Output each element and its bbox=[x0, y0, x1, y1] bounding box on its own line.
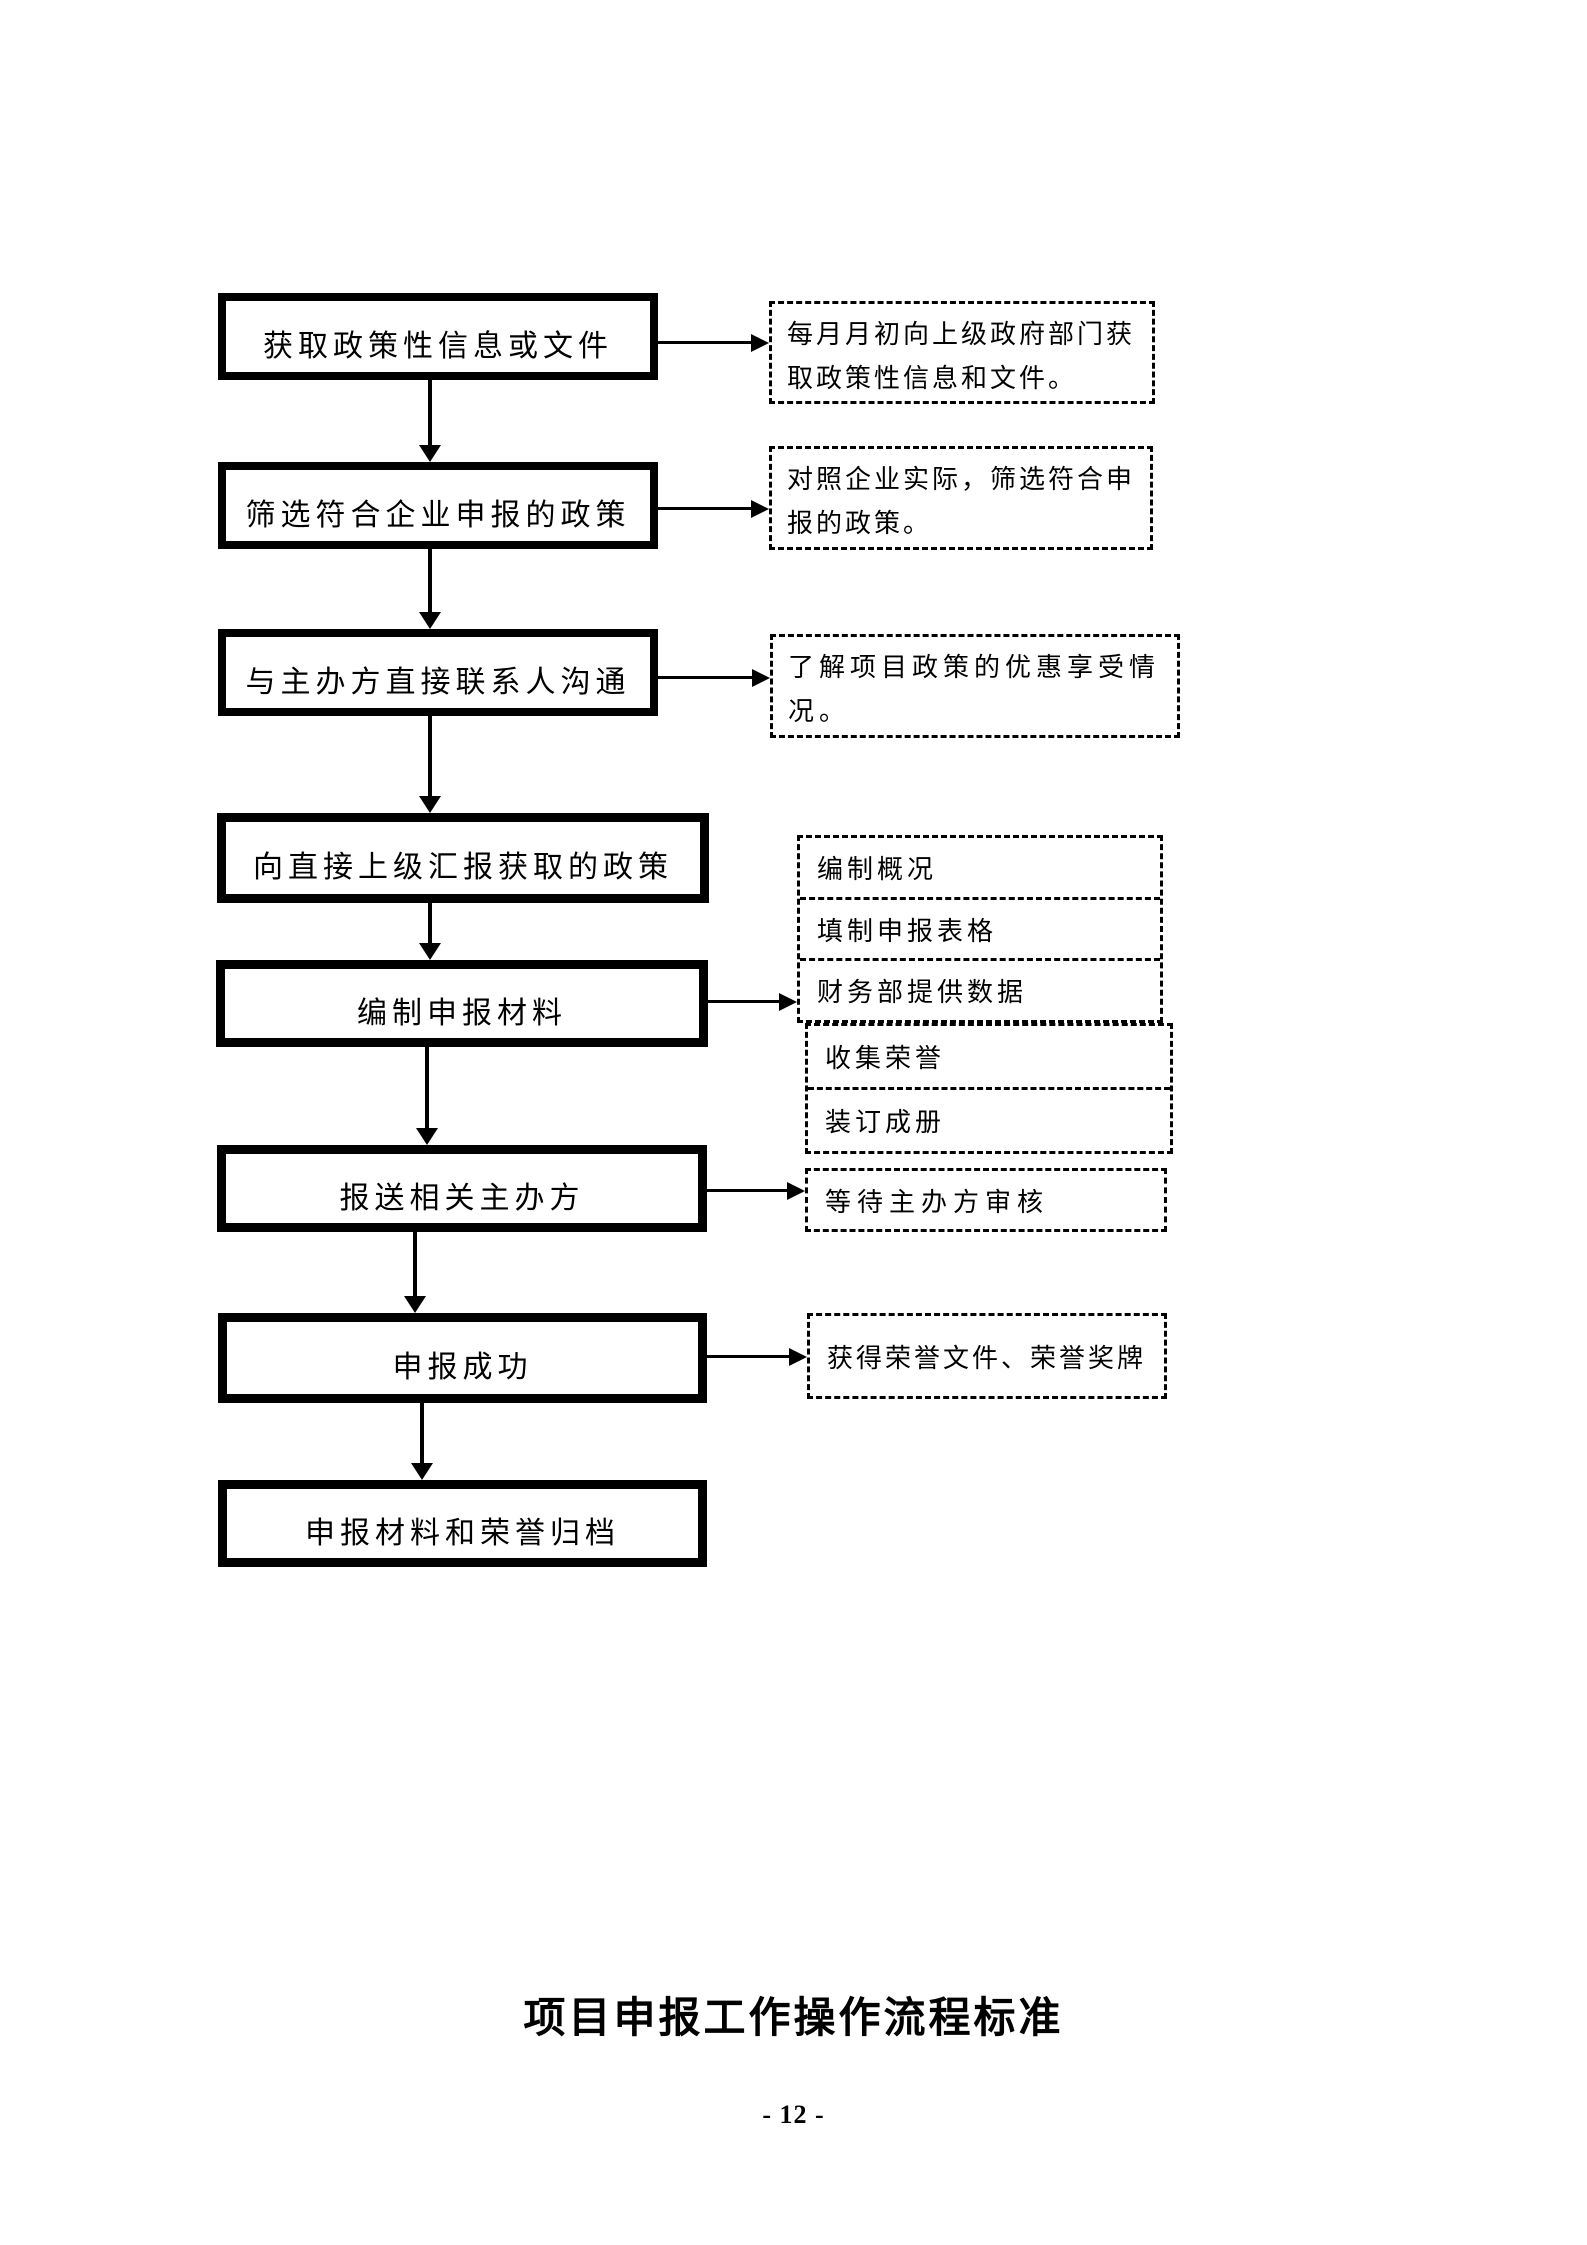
down-arrow bbox=[420, 1403, 424, 1463]
note-collect-honors: 收集荣誉 bbox=[825, 1044, 946, 1073]
flow-step-report-to-superior: 向直接上级汇报获取的政策 bbox=[217, 813, 709, 903]
down-arrow bbox=[425, 1047, 429, 1128]
flow-step-archive-materials: 申报材料和荣誉归档 bbox=[218, 1480, 707, 1567]
flow-step-obtain-policy-info: 获取政策性信息或文件 bbox=[218, 293, 658, 380]
right-arrow bbox=[707, 1189, 787, 1192]
note-material-tasks-group-2: 收集荣誉 装订成册 bbox=[805, 1023, 1173, 1154]
down-arrow bbox=[428, 549, 432, 612]
note-material-tasks-group-1: 编制概况 填制申报表格 财务部提供数据 bbox=[797, 835, 1163, 1023]
page-title: 项目申报工作操作流程标准 bbox=[523, 1994, 1064, 2041]
note-fill-forms: 填制申报表格 bbox=[800, 896, 1160, 959]
note-compile-overview: 编制概况 bbox=[817, 854, 938, 884]
note-wait-review: 等待主办方审核 bbox=[805, 1168, 1167, 1232]
right-arrow bbox=[658, 676, 752, 679]
note-monthly-obtain: 每月月初向上级政府部门获取政策性信息和文件。 bbox=[769, 301, 1155, 404]
right-arrow bbox=[658, 507, 751, 510]
down-arrow bbox=[428, 380, 432, 445]
right-arrow bbox=[658, 341, 751, 344]
flow-step-submit-to-organizer: 报送相关主办方 bbox=[217, 1145, 707, 1232]
note-text: 了解项目政策的优惠享受情况。 bbox=[788, 653, 1161, 726]
note-understand-benefits: 了解项目政策的优惠享受情况。 bbox=[770, 634, 1180, 738]
note-screen-policies: 对照企业实际，筛选符合申报的政策。 bbox=[769, 446, 1153, 550]
down-arrow bbox=[413, 1232, 417, 1296]
right-arrow bbox=[707, 1355, 789, 1358]
page-number: - 12 - bbox=[762, 2100, 825, 2129]
note-receive-honors: 获得荣誉文件、荣誉奖牌 bbox=[807, 1313, 1167, 1399]
flow-step-application-success: 申报成功 bbox=[218, 1313, 707, 1403]
note-text: 对照企业实际，筛选符合申报的政策。 bbox=[787, 465, 1136, 538]
flow-step-prepare-materials: 编制申报材料 bbox=[216, 960, 708, 1047]
flow-step-screen-policies: 筛选符合企业申报的政策 bbox=[218, 462, 658, 549]
flow-step-contact-organizer: 与主办方直接联系人沟通 bbox=[218, 629, 658, 716]
note-finance-data: 财务部提供数据 bbox=[800, 958, 1160, 1020]
note-bind-volume: 装订成册 bbox=[808, 1087, 1170, 1151]
note-text: 每月月初向上级政府部门获取政策性信息和文件。 bbox=[787, 320, 1136, 393]
down-arrow bbox=[428, 716, 432, 796]
down-arrow bbox=[428, 903, 432, 943]
right-arrow bbox=[708, 1000, 779, 1003]
